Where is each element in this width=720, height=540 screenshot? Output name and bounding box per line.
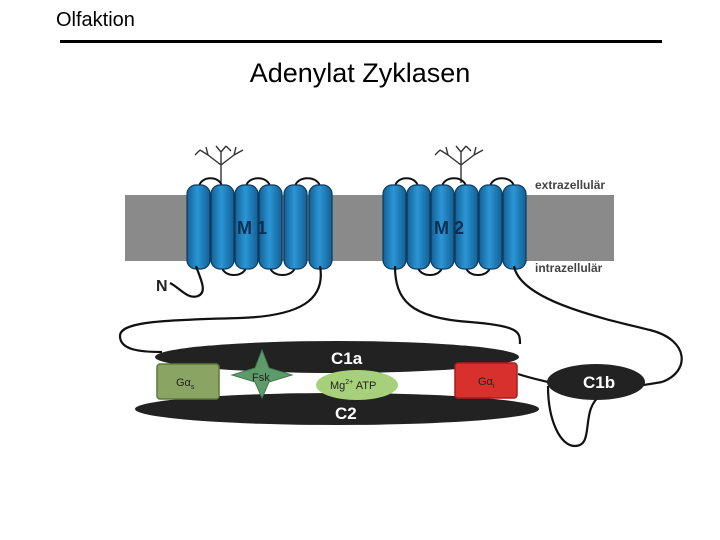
c1a-label: C1a bbox=[331, 349, 363, 368]
m2-helix-1 bbox=[382, 184, 407, 270]
n-terminus-label: N bbox=[156, 278, 168, 295]
m1-helix-1 bbox=[186, 184, 211, 270]
m1-label: M 1 bbox=[237, 218, 267, 238]
c2-domain bbox=[135, 393, 539, 425]
m2-helix-6 bbox=[502, 184, 527, 270]
header-title: Olfaktion bbox=[56, 9, 135, 31]
m1-helix-5 bbox=[283, 184, 308, 270]
m1-helix-2 bbox=[210, 184, 235, 270]
c1b-label: C1b bbox=[583, 373, 615, 392]
c1b-domain bbox=[547, 364, 645, 400]
m2-helix-5 bbox=[478, 184, 503, 270]
m2-helix-3 bbox=[430, 184, 455, 270]
glycan-m2 bbox=[434, 145, 484, 183]
m1-helix-3 bbox=[234, 184, 259, 270]
cell-membrane-right bbox=[530, 195, 614, 261]
m2-helix-2 bbox=[406, 184, 431, 270]
c1a-domain bbox=[155, 341, 519, 373]
g-alpha-s-label: Gαs bbox=[176, 377, 195, 391]
g-alpha-s-box bbox=[156, 363, 220, 400]
glycan-m1 bbox=[194, 145, 244, 183]
transmembrane-helices-m1 bbox=[186, 184, 333, 270]
m1-helix-4 bbox=[258, 184, 283, 270]
m2-label: M 2 bbox=[434, 218, 464, 238]
m1-helix-6 bbox=[308, 184, 333, 270]
slide-title: Adenylat Zyklasen bbox=[249, 58, 471, 88]
intracellular-label: intrazellulär bbox=[535, 261, 603, 275]
forskolin-star bbox=[230, 348, 294, 400]
mg-atp-ellipse bbox=[316, 370, 398, 400]
g-alpha-i-label: Gαi bbox=[478, 376, 495, 390]
g-alpha-i-box bbox=[454, 362, 518, 399]
m2-helix-4 bbox=[454, 184, 479, 270]
header-divider bbox=[60, 40, 662, 43]
c2-label: C2 bbox=[335, 404, 357, 423]
extracellular-label: extrazellulär bbox=[535, 178, 605, 192]
mg-atp-label: Mg2+ ATP bbox=[330, 379, 376, 392]
forskolin-label: Fsk bbox=[252, 372, 270, 384]
